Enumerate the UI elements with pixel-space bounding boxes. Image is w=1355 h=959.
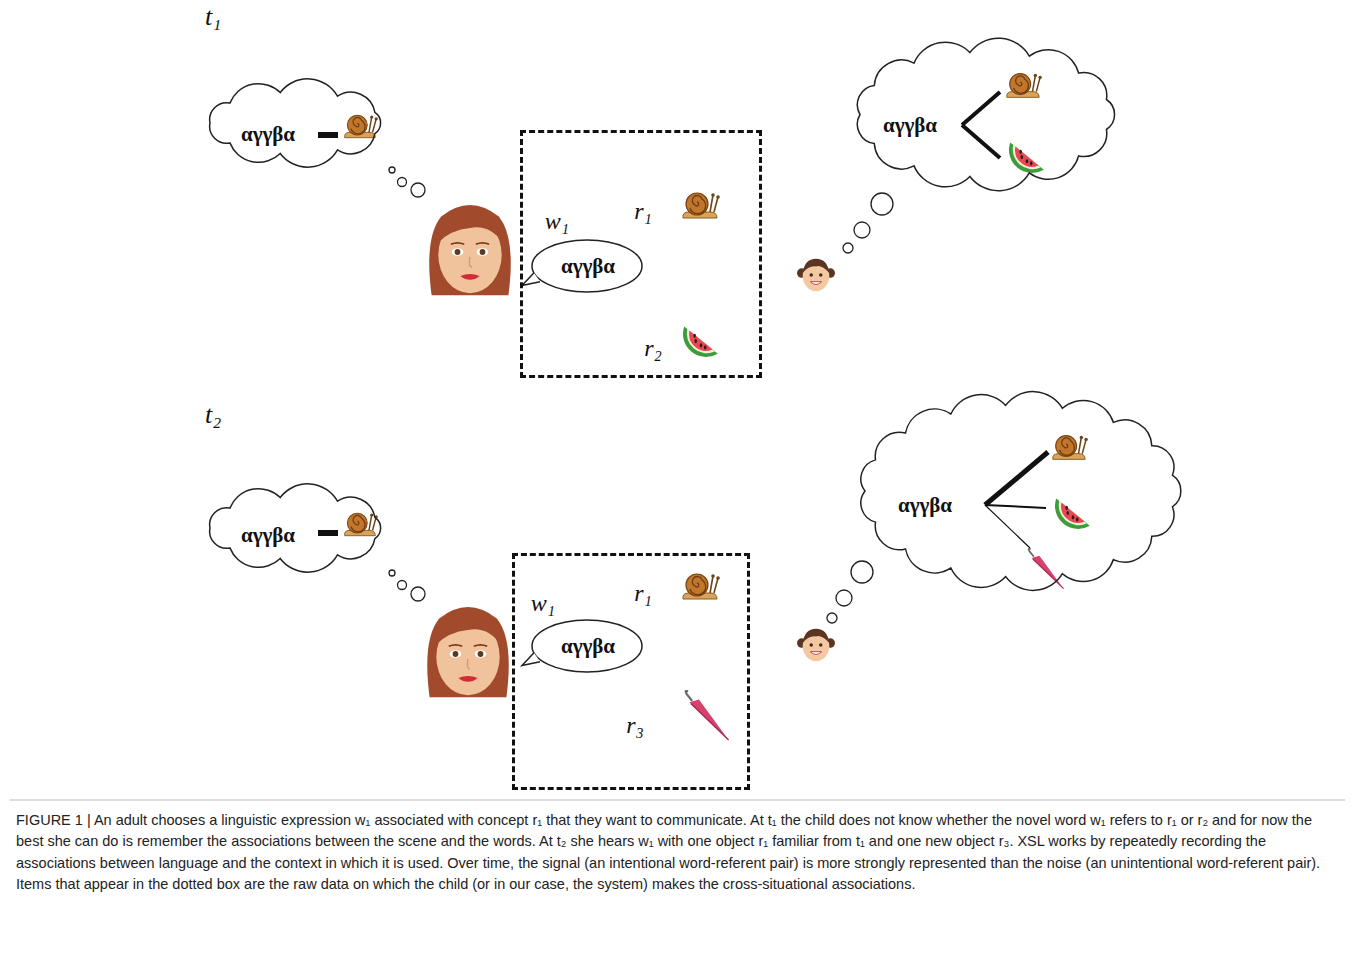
time-step-label: t₂	[205, 400, 221, 430]
association-dash	[318, 132, 338, 138]
thought-dot	[411, 587, 425, 601]
cloud-outline-path	[210, 484, 381, 572]
word-text: αγγβα	[561, 254, 615, 279]
thought-dot	[836, 590, 852, 606]
association-line	[985, 452, 1048, 505]
thought-cloud: αγγβα	[855, 395, 1185, 587]
item-symbol: r₁	[634, 198, 652, 225]
speech-bubble: αγγβα	[522, 238, 644, 294]
panel-t2-art	[318, 436, 1090, 740]
item-symbol: r₂	[644, 335, 662, 362]
cloud-outline-path	[210, 79, 381, 167]
thought-dot	[827, 613, 837, 623]
thought-cloud: αγγβα	[850, 42, 1120, 187]
item-symbol: w₁	[545, 208, 569, 235]
item-symbol: w₁	[531, 590, 555, 617]
watermelon-icon	[683, 326, 718, 356]
association-line	[962, 92, 1000, 158]
child-face	[797, 629, 835, 661]
thought-cloud: αγγβα	[200, 82, 390, 164]
bubble-outline-path	[532, 620, 642, 672]
thought-dot	[398, 581, 407, 590]
word-text: αγγβα	[898, 493, 952, 518]
bubble-outline-path	[532, 240, 642, 292]
bubble-tail	[522, 653, 540, 666]
thought-dot	[854, 222, 870, 238]
association-dash	[318, 530, 338, 536]
snail-icon	[1007, 74, 1042, 98]
thought-dot	[389, 167, 395, 173]
umbrella-icon	[686, 691, 729, 740]
snail-icon	[683, 574, 720, 599]
word-text: αγγβα	[241, 523, 295, 548]
association-line	[985, 505, 1030, 548]
association-line	[985, 505, 1046, 508]
caption-rule	[10, 800, 1345, 801]
scene-box: w₁ r₁ r₃	[512, 553, 750, 790]
cloud-outline-path	[861, 392, 1181, 591]
adult-face	[427, 607, 509, 697]
thought-dot	[398, 178, 407, 187]
panel-t1-art	[318, 74, 1044, 357]
item-symbol: r₁	[634, 580, 652, 607]
snail-icon	[345, 513, 378, 536]
scene-box: w₁ r₁ r₂	[520, 130, 762, 378]
thought-dot	[389, 570, 395, 576]
thought-dot	[843, 243, 853, 253]
umbrella-icon	[1029, 549, 1064, 589]
thought-dot	[871, 193, 893, 215]
snail-icon	[345, 115, 378, 138]
thought-dot	[851, 561, 873, 583]
watermelon-icon	[1055, 498, 1090, 528]
cloud-outline	[855, 395, 1185, 587]
snail-icon	[683, 193, 720, 218]
watermelon-icon	[1009, 142, 1044, 172]
child-face	[797, 259, 835, 291]
cloud-outline-path	[857, 38, 1114, 190]
word-text: αγγβα	[883, 113, 937, 138]
speech-bubble: αγγβα	[522, 618, 644, 674]
word-text: αγγβα	[241, 122, 295, 147]
bubble-tail	[522, 273, 540, 286]
thought-dot	[411, 183, 425, 197]
item-symbol: r₃	[626, 712, 644, 739]
figure-caption: FIGURE 1 | An adult chooses a linguistic…	[16, 810, 1338, 895]
thought-cloud: αγγβα	[200, 487, 390, 569]
snail-icon	[1053, 436, 1088, 460]
word-text: αγγβα	[561, 634, 615, 659]
adult-face	[429, 205, 511, 295]
time-step-label: t₁	[205, 2, 221, 32]
